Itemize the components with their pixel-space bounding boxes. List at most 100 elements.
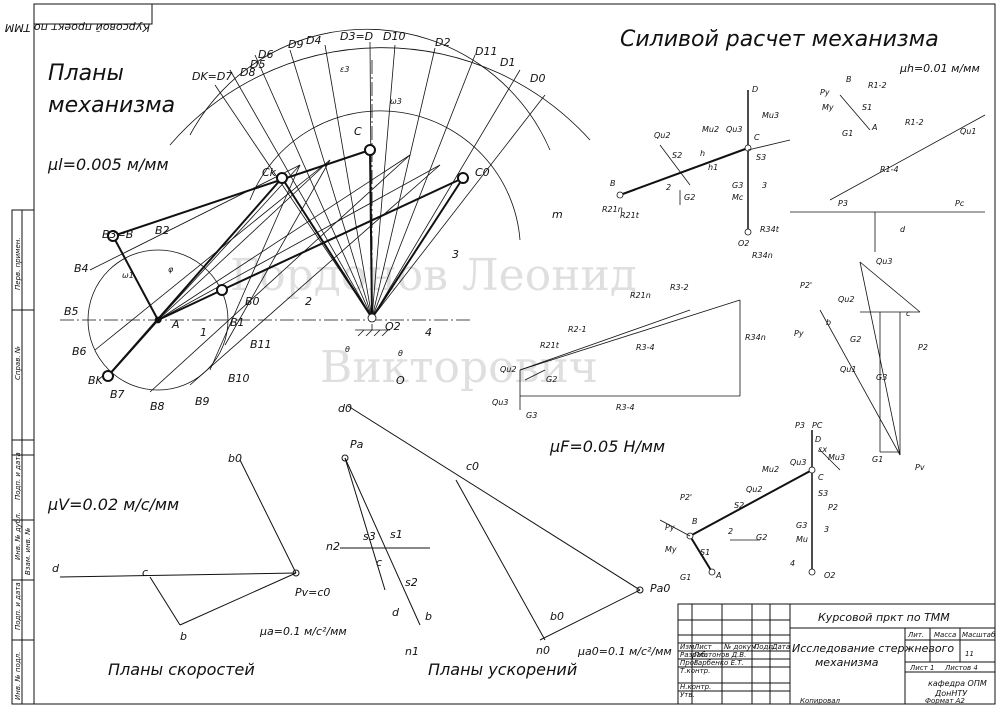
sheet-frame	[11, 3, 996, 705]
acc-label-d: d	[392, 606, 400, 619]
label-d3: D3=D	[340, 30, 373, 43]
label-omega1: ω1	[122, 271, 134, 280]
force-label-qu3b: Qu3	[876, 257, 892, 266]
label-theta-2: θ	[398, 349, 403, 358]
force-label-mc: Mc	[732, 193, 744, 202]
vel-label-d: d	[52, 562, 60, 575]
lm-label-2: 2	[728, 527, 733, 536]
mechanism-title-1: Планы	[48, 61, 124, 86]
force-label-a: A	[871, 123, 877, 132]
lm-label-s2: S2	[734, 501, 744, 510]
acc-label-pa: Pa	[350, 438, 364, 451]
tb-format: Формат А2	[925, 697, 965, 705]
velocity-plans-title: Планы скоростей	[108, 660, 255, 679]
label-b6: B6	[72, 345, 87, 358]
acc-label-c0: c0	[466, 460, 479, 473]
label-b8: B8	[150, 400, 165, 413]
acc-label-n2: n2	[326, 540, 340, 553]
acc-label-pa0: Pa0	[650, 582, 670, 595]
force-label-mu3: Mu3	[762, 111, 779, 120]
label-b2: B2	[155, 224, 170, 237]
tb-name-1: Платонов Д.В.	[694, 651, 746, 659]
tb-sheet: Лист 1	[909, 664, 934, 672]
acc-label-s3: s3	[363, 530, 376, 543]
force-label-r32: R3-2	[670, 283, 689, 292]
force-label-o2: O2	[738, 239, 749, 248]
label-dk: DK=D7	[192, 70, 232, 83]
label-b11: B11	[250, 338, 272, 351]
force-diagrams	[519, 90, 986, 456]
force-label-3: 3	[762, 181, 767, 190]
label-theta-1: θ	[345, 345, 350, 354]
lm-label-a: A	[715, 571, 721, 580]
label-link-3: 3	[452, 248, 459, 261]
watermark-line-1: Гордонов Леонид	[230, 250, 637, 301]
label-eps3: ε3	[340, 65, 349, 74]
title-block-text: Курсовой пркт по ТММ Исследование стержн…	[680, 611, 996, 705]
tb-role-1: Лист	[693, 643, 713, 651]
force-label-p2p: P2'	[800, 281, 812, 290]
label-c: C	[354, 125, 362, 138]
tb-role-0: Изм.	[680, 643, 696, 651]
side-stamp: Перв. примен. Справ. № Подп. и дата Инв.…	[14, 237, 32, 700]
side-stamp-1: Справ. №	[14, 346, 22, 380]
lower-mechanism-labels: P3 PC D εx Mu3 Qu3 Mu2 Qu2 S2 C P2 P2' P…	[665, 421, 845, 582]
label-d1: D1	[500, 56, 515, 69]
force-label-g3b: G3	[876, 373, 887, 382]
acc-label-s1: s1	[390, 528, 403, 541]
mechanism-plans	[60, 28, 591, 393]
tb-role-4: Дата	[771, 643, 790, 651]
tb-role-5: Разраб.	[680, 651, 708, 659]
acc-label-n1: n1	[405, 645, 419, 658]
lm-label-o2: O2	[824, 571, 835, 580]
force-label-b3: b	[826, 318, 831, 327]
mirrored-stamp-text: Курсовой проект по ТММ	[4, 21, 150, 34]
tb-role-6: Пров.	[680, 659, 700, 667]
scales: μl=0.005 м/мм μV=0.02 м/с/мм μF=0.05 Н/м…	[47, 62, 980, 658]
acc-label-b: b	[425, 610, 432, 623]
force-label-py: Py	[820, 88, 830, 97]
tb-role-8: Н.контр.	[680, 683, 711, 691]
tb-role-9: Утв.	[680, 691, 695, 699]
tb-sheets: Листов 4	[944, 664, 978, 672]
acc-label-c: c	[376, 556, 382, 569]
lm-label-mu3: Mu3	[828, 453, 845, 462]
force-label-r34-1: R3-4	[636, 343, 655, 352]
force-label-g3c: G3	[526, 411, 537, 420]
lm-label-g1: G1	[680, 573, 691, 582]
accel-labels: Pa d0 c0 n2 s3 s1 c s2 d b n1 Pa0 b0 n0	[326, 402, 670, 658]
force-label-r34n2: R34n	[745, 333, 766, 342]
force-label-pv: Pv	[915, 463, 925, 472]
label-d2: D2	[435, 36, 450, 49]
lm-label-p2p: P2'	[680, 493, 692, 502]
tb-sheet-num: 11	[965, 650, 974, 658]
force-label-g2: G2	[684, 193, 695, 202]
force-label-p3: P3	[838, 199, 848, 208]
lm-label-c: C	[818, 473, 824, 482]
force-label-qu2b: Qu2	[838, 295, 854, 304]
force-label-g3: G3	[732, 181, 743, 190]
force-labels: D Mu3 C S3 Qu3 Mu2 h h1 Qu2 S2 B 2 G2 G3…	[492, 75, 976, 472]
acc-label-s2: s2	[405, 576, 418, 589]
label-link-4: 4	[425, 326, 432, 339]
scale-mu-v: μV=0.02 м/с/мм	[47, 495, 179, 514]
label-b1: B1	[230, 316, 245, 329]
tb-role-7: Т.контр.	[680, 667, 710, 675]
label-d5: D5	[250, 58, 265, 71]
tb-topic-2: механизма	[815, 656, 879, 669]
label-d9: D9	[288, 38, 303, 51]
label-c0: C0	[475, 166, 490, 179]
lm-label-p3: P3	[795, 421, 805, 430]
tb-dept-2: ДонНТУ	[934, 689, 968, 698]
force-label-b2: B	[846, 75, 852, 84]
acceleration-plans-title: Планы ускорений	[428, 660, 577, 679]
force-label-g1: G1	[842, 129, 853, 138]
side-stamp-3: Инв. № дубл.	[14, 512, 22, 560]
title-block	[677, 603, 996, 705]
scale-mu-f: μF=0.05 Н/мм	[549, 437, 665, 456]
force-label-qu2: Qu2	[654, 131, 670, 140]
label-b7: B7	[110, 388, 125, 401]
lm-label-mu2: Mu2	[762, 465, 779, 474]
